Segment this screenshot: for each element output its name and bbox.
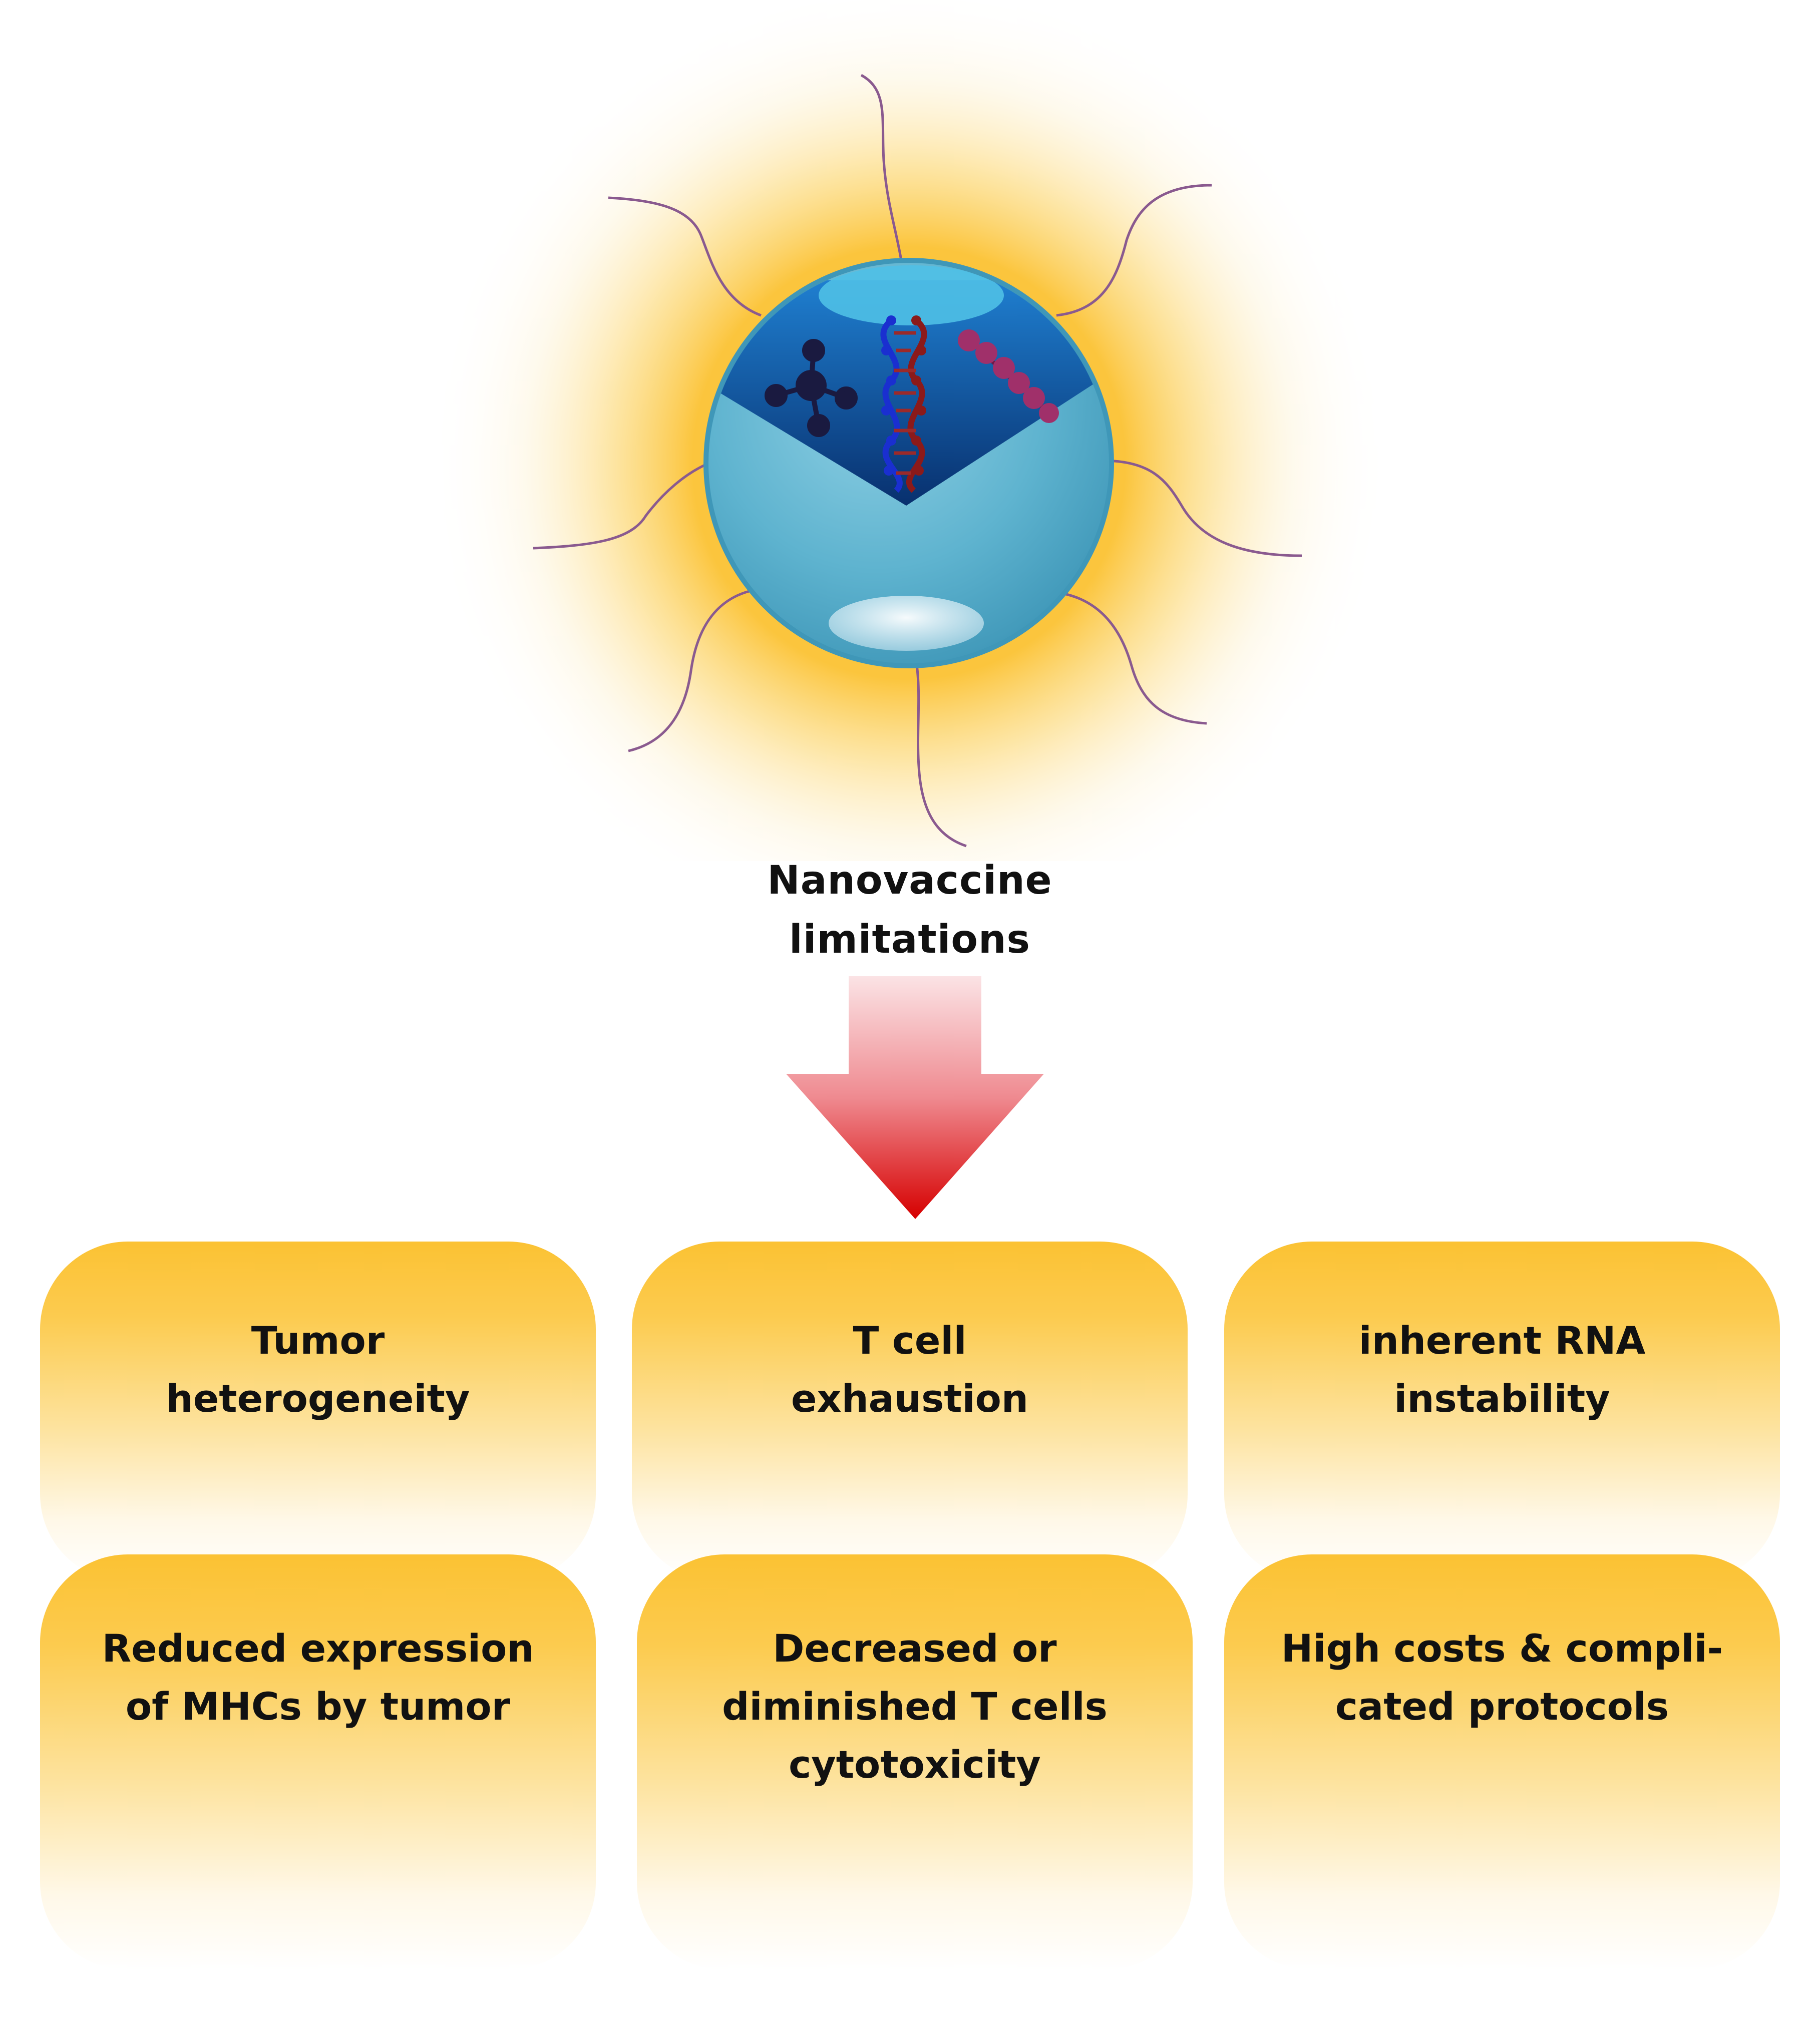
limitation-text: instability — [1394, 1376, 1610, 1421]
limitation-box-high-costs: High costs & compli- cated protocols — [1224, 1554, 1780, 1970]
dna-helix-icon — [880, 315, 927, 493]
limitation-box-reduced-mhc-expression: Reduced expression of MHCs by tumor — [40, 1554, 596, 1970]
bead-chain-icon — [958, 329, 1059, 423]
limitation-box-tumor-heterogeneity: Tumor heterogeneity — [40, 1242, 596, 1582]
limitation-text: heterogeneity — [166, 1376, 470, 1421]
title-line-2: limitations — [789, 917, 1030, 962]
down-arrow — [786, 976, 1044, 1219]
nanoparticle-graphic — [428, 0, 1389, 861]
limitation-text: T cell — [853, 1318, 967, 1363]
limitation-text: diminished T cells — [722, 1684, 1108, 1729]
molecule-icon — [765, 339, 858, 437]
limitation-text: exhaustion — [791, 1376, 1028, 1421]
limitation-text: cated protocols — [1335, 1684, 1669, 1729]
limitation-text: cytotoxicity — [789, 1742, 1041, 1787]
tether-lines — [533, 74, 1302, 848]
title-line-1: Nanovaccine — [767, 858, 1052, 903]
diagram-title: Nanovaccine limitations — [659, 851, 1160, 969]
limitation-text: of MHCs by tumor — [125, 1684, 511, 1729]
limitation-text: Tumor — [251, 1318, 385, 1363]
limitation-box-t-cell-cytotoxicity: Decreased or diminished T cells cytotoxi… — [637, 1554, 1193, 1970]
limitation-text: High costs & compli- — [1281, 1626, 1723, 1671]
limitation-text: Reduced expression — [102, 1626, 534, 1671]
bottom-highlight — [829, 596, 984, 651]
limitation-box-t-cell-exhaustion: T cell exhaustion — [632, 1242, 1188, 1582]
limitation-text: Decreased or — [773, 1626, 1057, 1671]
limitation-text: inherent RNA — [1358, 1318, 1646, 1363]
top-highlight — [819, 265, 1004, 325]
limitation-box-rna-instability: inherent RNA instability — [1224, 1242, 1780, 1582]
